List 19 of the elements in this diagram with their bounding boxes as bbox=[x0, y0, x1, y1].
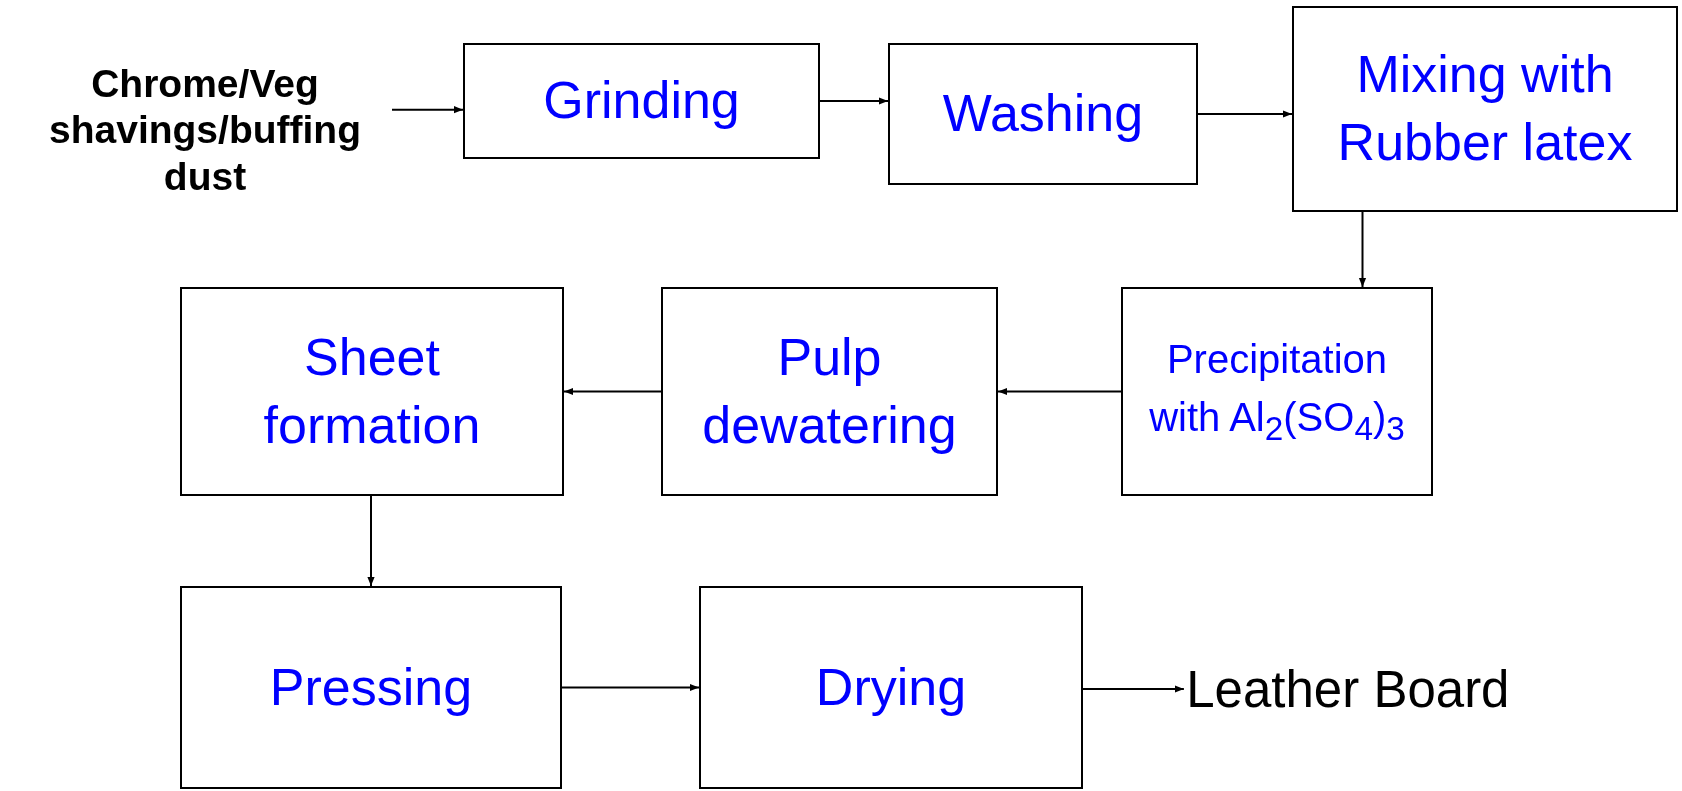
process-box: Washing bbox=[888, 43, 1198, 185]
arrow bbox=[1082, 685, 1185, 693]
process-box: Grinding bbox=[463, 43, 820, 159]
arrow bbox=[391, 106, 464, 114]
process-box: Mixing with Rubber latex bbox=[1292, 6, 1678, 212]
flow-text: Leather Board bbox=[1183, 659, 1512, 719]
arrow bbox=[563, 387, 662, 396]
process-box: Pressing bbox=[180, 586, 562, 789]
process-box: Drying bbox=[699, 586, 1083, 789]
process-box: Pulp dewatering bbox=[661, 287, 998, 496]
arrow bbox=[997, 387, 1122, 396]
arrow bbox=[1358, 211, 1367, 288]
process-box: Precipitation with Al$_{2}$(SO$_{4}$)$_{3}$ bbox=[1121, 287, 1433, 496]
arrow bbox=[1197, 110, 1293, 118]
process-box: Sheet formation bbox=[180, 287, 564, 496]
arrow bbox=[367, 495, 375, 587]
arrow bbox=[561, 683, 700, 692]
flow-text: Chrome/Veg shavings/buffing dust bbox=[18, 60, 392, 202]
arrow bbox=[819, 97, 889, 105]
